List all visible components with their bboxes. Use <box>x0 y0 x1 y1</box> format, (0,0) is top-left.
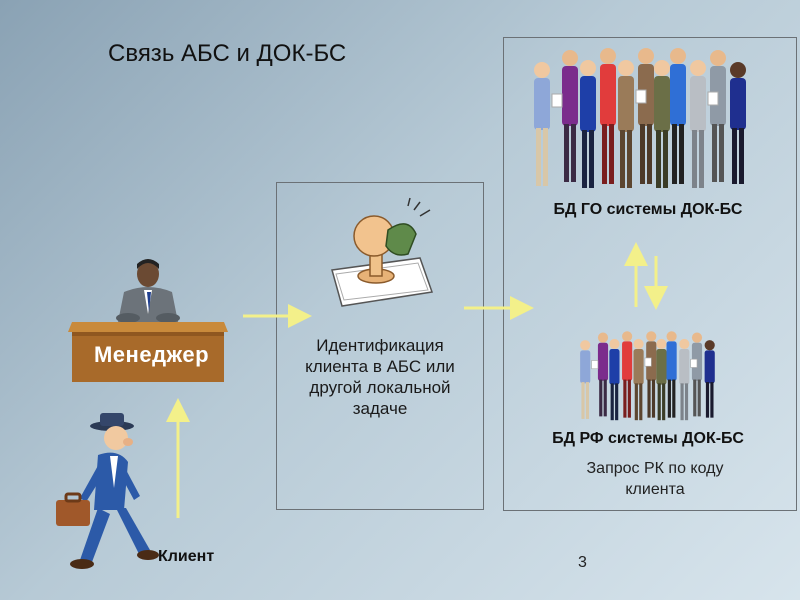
manager-label: Менеджер <box>93 342 210 367</box>
manager-icon <box>68 259 228 382</box>
identification-box <box>276 182 484 510</box>
page-number: 3 <box>578 554 587 571</box>
database-box <box>503 37 797 511</box>
client-label: Клиент <box>158 548 215 565</box>
people-group-icon <box>534 48 746 188</box>
stamp-icon <box>331 197 434 307</box>
query-text: Запрос РК по коду клиента <box>586 460 724 498</box>
client-walking-icon <box>56 413 159 569</box>
db-go-label: БД ГО системы ДОК-БС <box>553 201 743 218</box>
page-title: Связь АБС и ДОК-БС <box>108 40 347 67</box>
db-rf-label: БД РФ системы ДОК-БС <box>552 430 744 447</box>
identification-text: Идентификация клиента в АБС или другой л… <box>305 336 455 418</box>
people-group-icon-small <box>580 331 715 421</box>
